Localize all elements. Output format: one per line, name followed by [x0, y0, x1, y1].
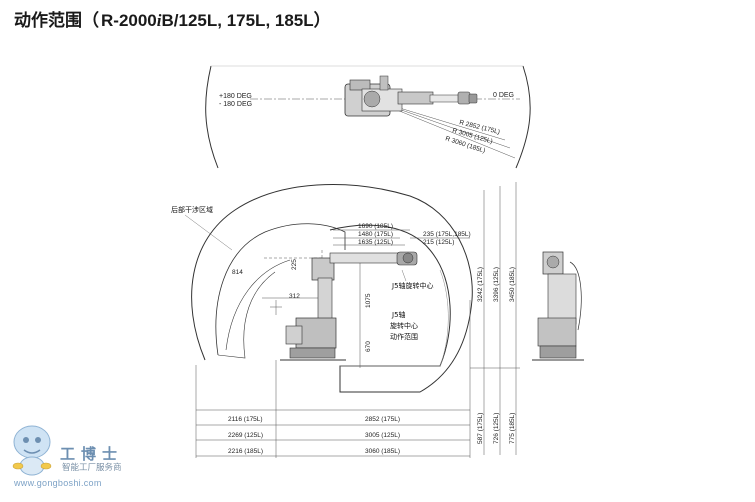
- top-view: +180 DEG - 180 DEG 0 DEG R 2852 (175L) R…: [205, 65, 531, 169]
- title-i: i: [156, 11, 162, 30]
- dim-775: 775 (185L): [509, 413, 516, 444]
- dim-814: 814: [232, 269, 243, 276]
- dim-2116: 2116 (175L): [228, 416, 263, 423]
- dim-312: 312: [289, 293, 300, 300]
- dim-587: 587 (175L): [477, 413, 484, 444]
- rear-zone-label: 后部干涉区域: [171, 205, 213, 214]
- j5-range-line3: 动作范围: [390, 332, 418, 341]
- dim-670: 670: [365, 341, 372, 352]
- title-rest: B/125L, 175L, 185L）: [161, 11, 331, 30]
- watermark-name: 工博士: [60, 445, 124, 463]
- angle-minus-label: - 180 DEG: [219, 101, 252, 108]
- dim-1480: 1480 (175L): [358, 231, 393, 238]
- dim-2269: 2269 (125L): [228, 432, 263, 439]
- j5-range-line2: 旋转中心: [390, 321, 418, 330]
- angle-plus-label: +180 DEG: [219, 93, 252, 100]
- side-view: 后部干涉区域 814 225 312 1075 670 1690 (185L) …: [171, 182, 520, 458]
- dim-3005: 3005 (125L): [365, 432, 400, 439]
- j5-range-line1: J5轴: [391, 310, 406, 319]
- watermark-tagline: 智能工厂服务商: [62, 463, 122, 473]
- dim-3396: 3396 (125L): [493, 267, 500, 302]
- robot-side-body: [280, 251, 418, 361]
- dim-3242: 3242 (175L): [477, 267, 484, 302]
- watermark-mascot-icon: [12, 425, 52, 476]
- dim-2216: 2216 (185L): [228, 448, 263, 455]
- robot-top-body: [344, 75, 478, 117]
- dim-215: 215 (125L): [423, 239, 454, 246]
- dim-3450: 3450 (185L): [509, 267, 516, 302]
- dim-235: 235 (175L,185L): [423, 231, 471, 238]
- angle-zero-label: 0 DEG: [493, 92, 514, 99]
- dim-225: 225: [291, 259, 298, 270]
- dim-1075: 1075: [365, 293, 372, 308]
- title-zh: 动作范围（: [14, 11, 99, 31]
- front-view-robot: [532, 251, 584, 361]
- watermark-url: www.gongboshi.com: [14, 478, 102, 488]
- dim-3060: 3060 (185L): [365, 448, 400, 455]
- dim-1690: 1690 (185L): [358, 223, 393, 230]
- title-model: R-2000: [101, 11, 157, 30]
- dim-726: 726 (125L): [493, 413, 500, 444]
- page-title: 动作范围（R-2000iB/125L, 175L, 185L）: [14, 6, 331, 31]
- j5-axis-label: J5轴旋转中心: [391, 281, 434, 290]
- dim-1635: 1635 (125L): [358, 239, 393, 246]
- dim-2852: 2852 (175L): [365, 416, 400, 423]
